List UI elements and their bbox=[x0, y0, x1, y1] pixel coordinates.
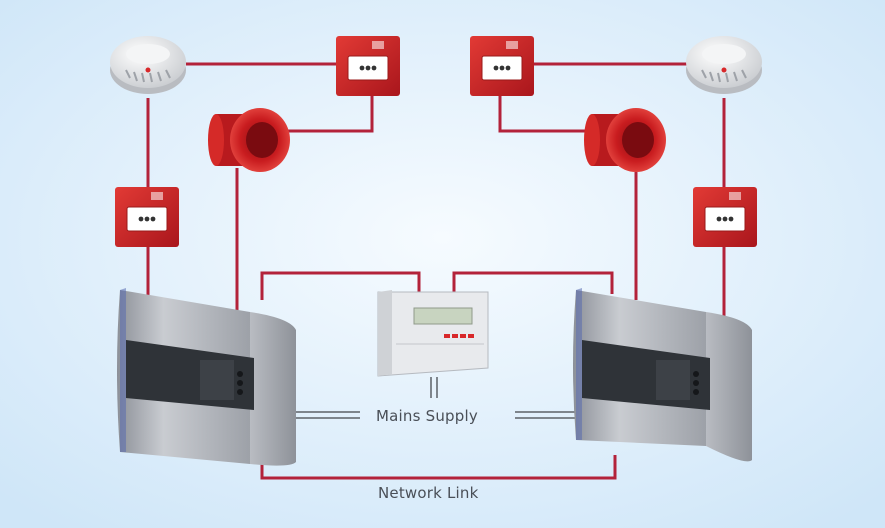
mains-supply-wires bbox=[296, 377, 578, 419]
call-point-icon bbox=[336, 36, 400, 96]
call-point-icon bbox=[115, 187, 179, 247]
panel-icon bbox=[117, 288, 296, 466]
network-link-label: Network Link bbox=[378, 484, 479, 502]
panel-icon bbox=[573, 288, 752, 462]
sounder-icon bbox=[584, 108, 666, 172]
smoke-detector-icon bbox=[686, 36, 762, 94]
repeater-icon bbox=[377, 290, 489, 377]
mains-supply-label: Mains Supply bbox=[376, 407, 478, 425]
right-wiring bbox=[452, 62, 726, 316]
network-link-wire bbox=[260, 455, 617, 480]
call-point-icon bbox=[693, 187, 757, 247]
smoke-detector-icon bbox=[110, 36, 186, 94]
sounder-icon bbox=[208, 108, 290, 172]
left-wiring bbox=[146, 62, 421, 312]
call-point-icon bbox=[470, 36, 534, 96]
